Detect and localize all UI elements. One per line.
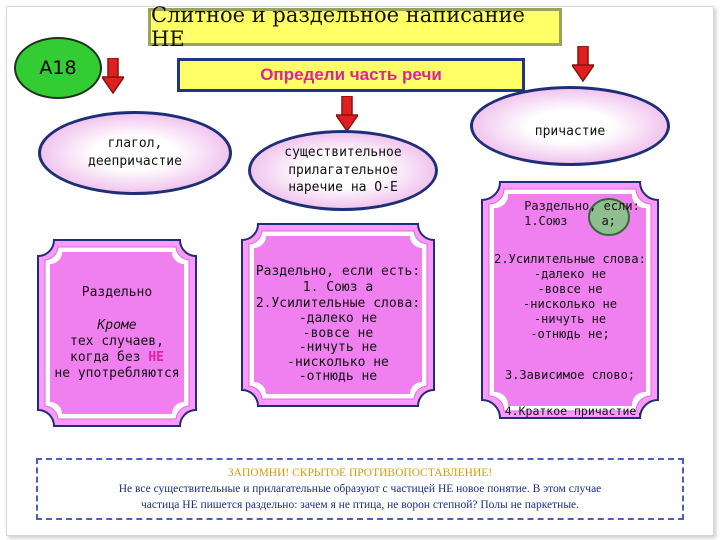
instruction-text: Определи часть речи [260, 65, 442, 84]
node-noun-line1: существительное [284, 145, 402, 161]
arrow-center-icon [336, 96, 358, 132]
noun-word-4: -нисколько не [287, 354, 389, 370]
participle-words-block: 2.Усилительные слова: -далеко не -вовсе … [480, 252, 660, 342]
badge-a18: А18 [14, 37, 102, 99]
title-text: Слитное и раздельное написание НЕ [151, 3, 525, 51]
participle-word-4: -ничуть не [533, 312, 607, 326]
noun-word-3: -ничуть не [298, 340, 378, 356]
note-box: ЗАПОМНИ! СКРЫТОЕ ПРОТИВОПОСТАВЛЕНИЕ! Не … [36, 458, 684, 520]
arrow-right-icon [572, 46, 594, 82]
node-noun-line3: наречие на О-Е [288, 180, 398, 196]
participle-rule-line5: 4.Краткое причастие. [504, 404, 644, 418]
participle-rule-line1: Раздельно, если: [524, 199, 640, 213]
rule-plaque-verb: Раздельно Кроме тех случаев, когда без Н… [36, 238, 198, 428]
note-title: ЗАПОМНИ! СКРЫТОЕ ПРОТИВОПОСТАВЛЕНИЕ! [227, 467, 493, 479]
node-participle-label: причастие [534, 124, 606, 139]
node-noun-line2: прилагательное [288, 162, 398, 178]
participle-word-5: -отнюдь не; [530, 327, 610, 341]
noun-rule-line2: 1. Союз а [302, 279, 374, 295]
noun-word-2: -вовсе не [302, 325, 374, 341]
noun-word-5: -отнюдь не [298, 369, 378, 385]
verb-except-kroome: Кроме [97, 318, 137, 333]
rule-plaque-participle [480, 180, 660, 420]
slide-frame [6, 6, 714, 536]
slide-title: Слитное и раздельное написание НЕ [148, 3, 562, 51]
badge-text: А18 [39, 57, 77, 79]
participle-rule-line3: 2.Усилительные слова: [494, 252, 646, 266]
noun-word-1: -далеко не [298, 311, 378, 326]
participle-union-a: а; [601, 213, 616, 228]
verb-except-line4: не употребляются [54, 365, 180, 381]
arrow-left-icon [102, 58, 124, 94]
verb-except-line3: когда без НЕ [36, 350, 198, 366]
node-noun-adj: существительное прилагательное наречие н… [248, 130, 438, 211]
rule-plaque-noun-adj: Раздельно, если есть: 1. Союз а 2.Усилит… [240, 222, 436, 408]
node-participle: причастие [470, 86, 670, 166]
note-line2: частица НЕ пишется раздельно: зачем я не… [140, 498, 580, 511]
participle-rule-block: Раздельно, если: 1.Союз а; [480, 199, 660, 228]
verb-rule-head: Раздельно [81, 285, 153, 300]
note-line1: Не все существительные и прилагательные … [118, 482, 602, 495]
participle-word-2: -вовсе не [537, 282, 603, 296]
participle-word-1: -далеко не [533, 267, 607, 281]
noun-rule-line3: 2.Усилительные слова: [255, 295, 421, 311]
node-verb: глагол, деепричастие [38, 111, 232, 195]
verb-except-line3-pre: когда без [70, 349, 149, 365]
verb-except-line2: тех случаев, [70, 333, 164, 349]
participle-word-3: -нисколько не [523, 297, 617, 311]
noun-rule-line1: Раздельно, если есть: [255, 264, 421, 279]
participle-rule-line2: 1.Союз а; [480, 214, 660, 229]
instruction-box: Определи часть речи [177, 58, 525, 92]
node-verb-line1: глагол, [107, 136, 163, 152]
highlight-circle-icon [588, 198, 630, 236]
participle-union: 1.Союз [524, 213, 568, 228]
participle-rule-line4: 3.Зависимое слово; [504, 368, 636, 382]
node-verb-line2: деепричастие [88, 154, 182, 169]
verb-except-ne: НЕ [148, 349, 164, 365]
